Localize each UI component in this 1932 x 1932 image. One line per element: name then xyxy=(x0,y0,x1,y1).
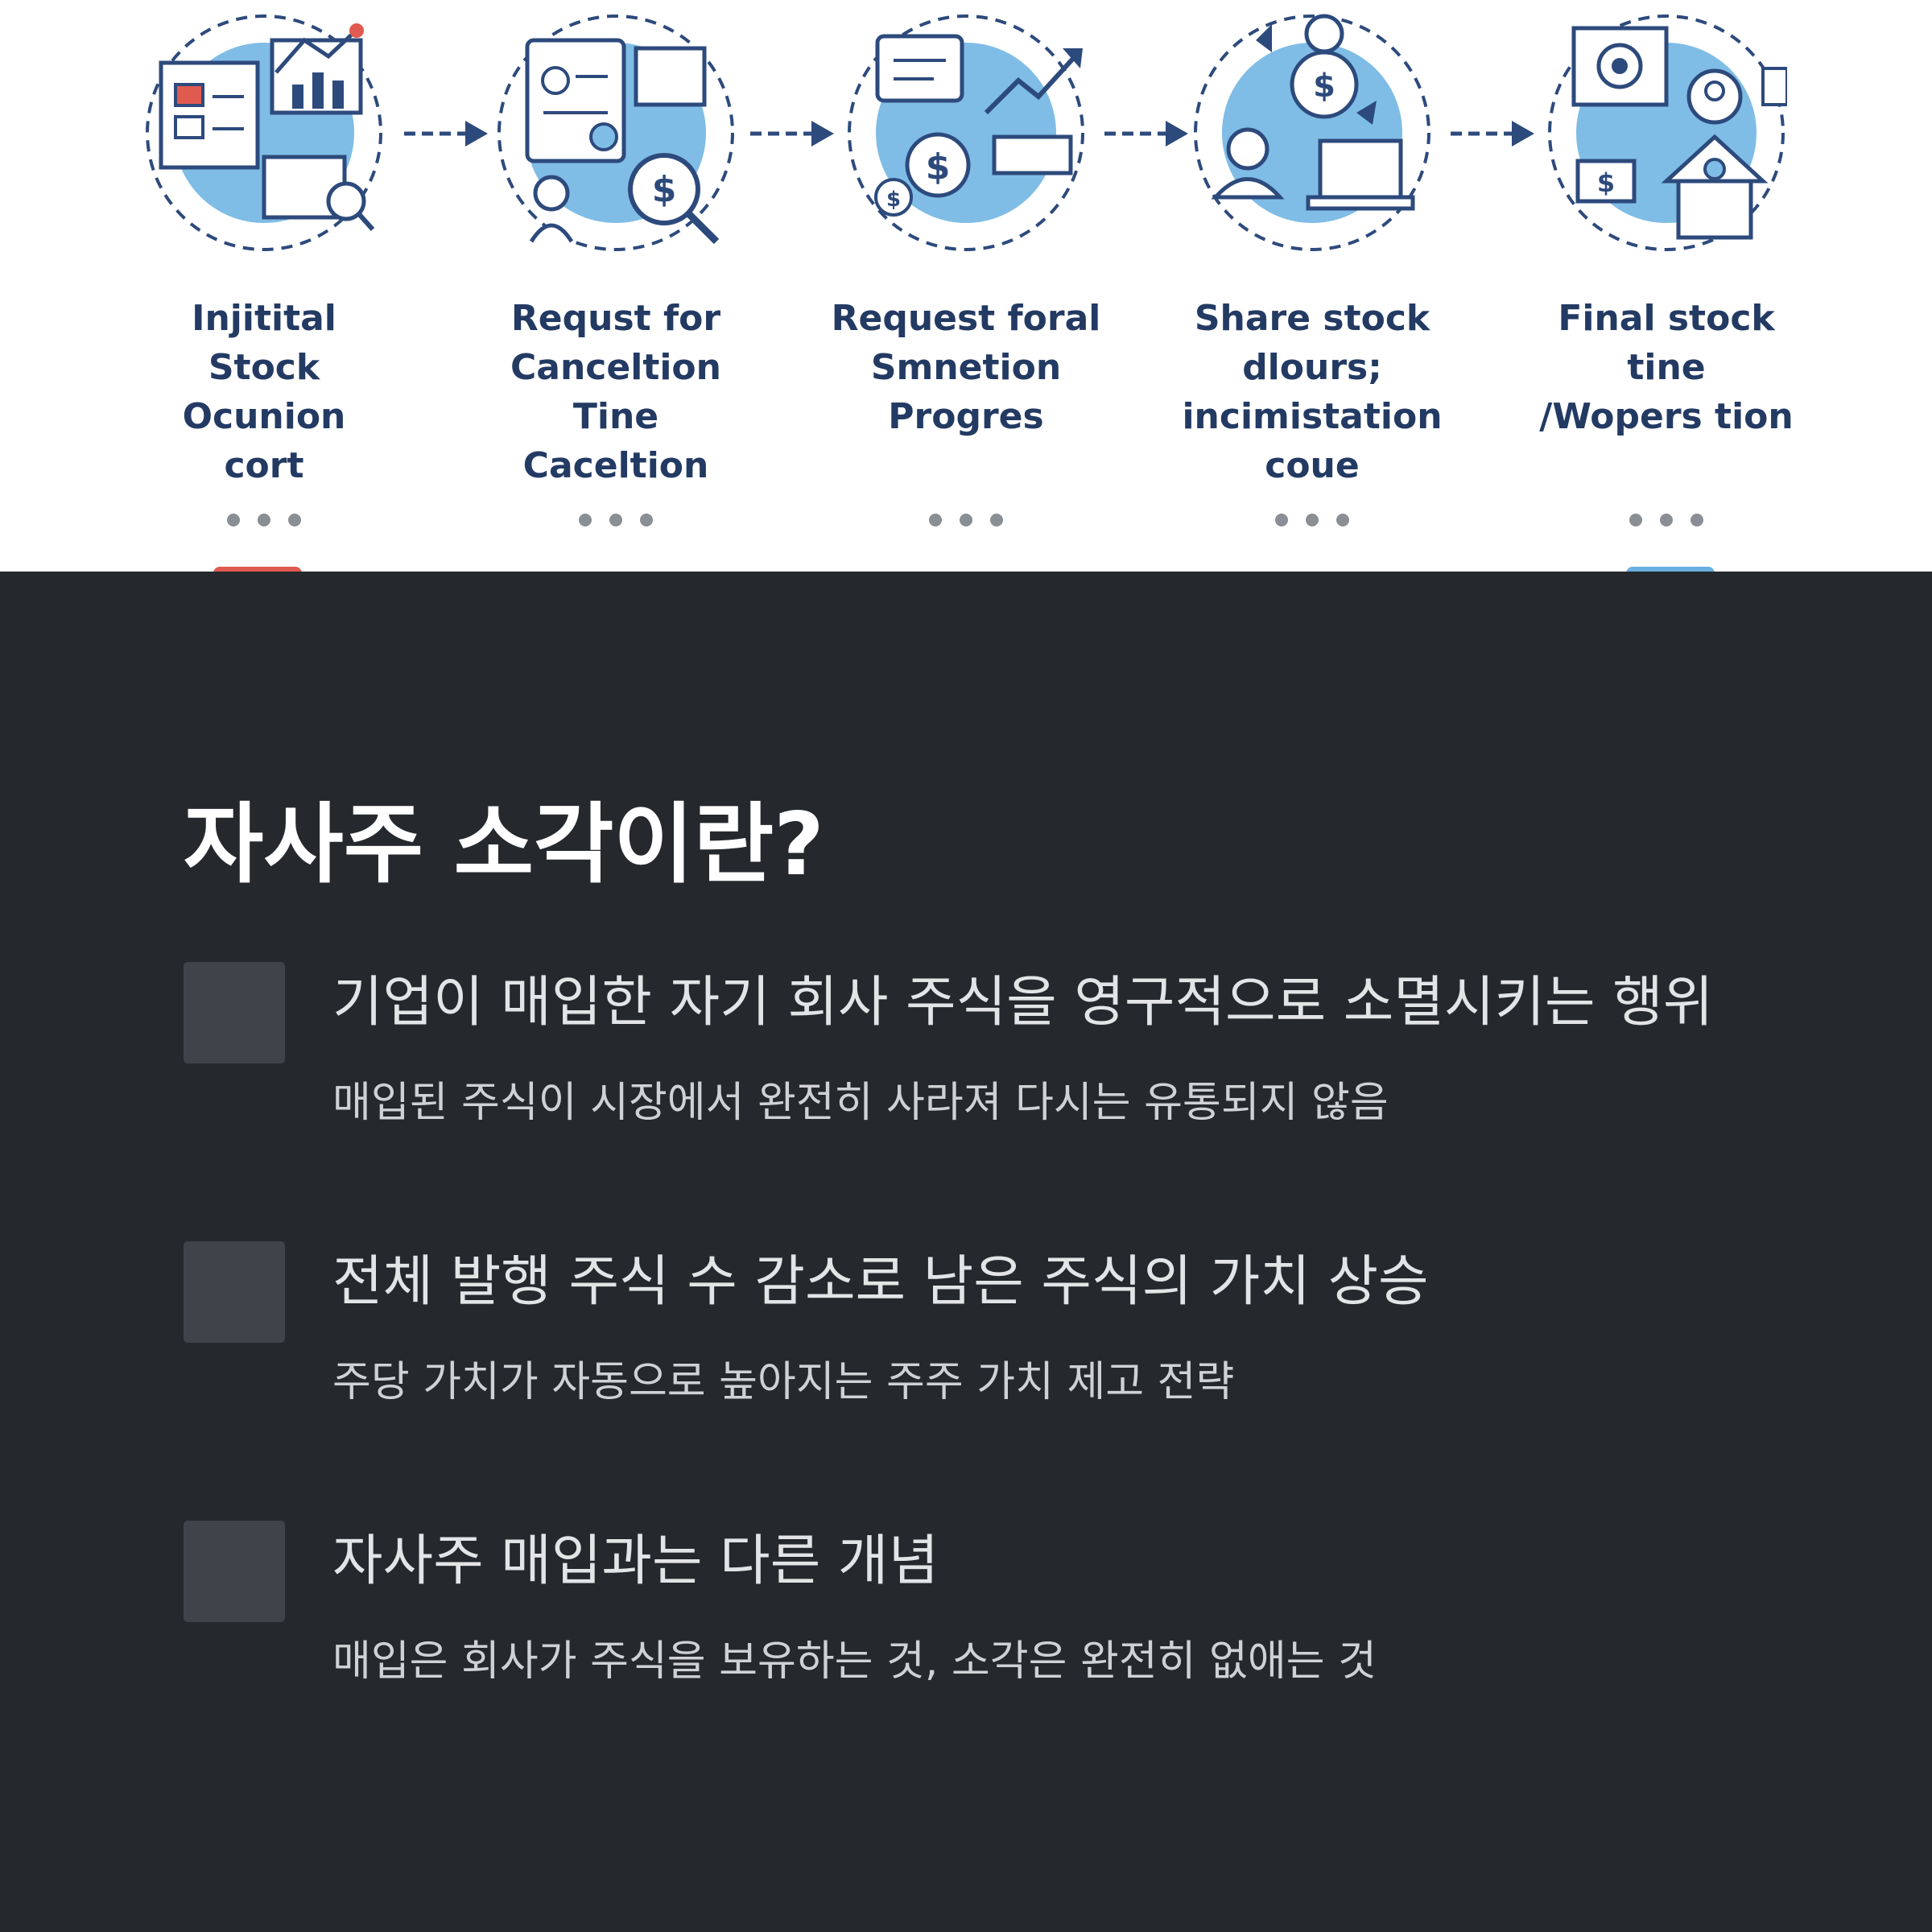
list-item-3: 자사주 매입과는 다른 개념 매입은 회사가 주식을 보유하는 것, 소각은 완… xyxy=(184,1521,1794,1722)
item-2-heading: 전체 발행 주식 수 감소로 남은 주식의 가치 상승 xyxy=(332,1250,1429,1314)
process-step-4: $ Share stock dlours; incimistation coue xyxy=(1182,8,1443,572)
step-1-label: Injitital Stock Ocunion cort xyxy=(182,298,346,486)
list-item-2: 전체 발행 주식 수 감소로 남은 주식의 가치 상승 주당 가치가 자동으로 … xyxy=(184,1241,1794,1443)
cycle-people-laptop-icon: $ xyxy=(1194,14,1430,251)
arrow-right-icon xyxy=(1451,121,1534,147)
step-5-dots xyxy=(1618,514,1715,530)
step-3-dots xyxy=(918,514,1014,530)
svg-text:$: $ xyxy=(886,188,901,212)
item-1-heading: 기업이 매입한 자기 회사 주식을 영구적으로 소멸시키는 행위 xyxy=(332,971,1714,1034)
red-tab-indicator xyxy=(213,567,302,572)
svg-text:$: $ xyxy=(652,169,677,210)
section-title: 자사주 소각이란? xyxy=(184,795,824,895)
arrow-right-icon xyxy=(750,121,834,147)
step-1-dots xyxy=(216,514,312,530)
step-4-label: Share stock dlours; incimistation coue xyxy=(1182,298,1443,486)
step-2-label: Requst for Canceltion Tine Caceltion xyxy=(510,298,721,486)
process-illustration: Injitital Stock Ocunion cort $ Requst fo… xyxy=(0,0,1932,572)
arrow-right-icon xyxy=(1104,121,1188,147)
item-1-description: 매입된 주식이 시장에서 완전히 사라져 다시는 유통되지 않음 xyxy=(332,1079,1389,1127)
item-3-description: 매입은 회사가 주식을 보유하는 것, 소각은 완전히 없애는 것 xyxy=(332,1637,1377,1686)
blue-tab-indicator xyxy=(1626,567,1715,572)
svg-text:$: $ xyxy=(1313,68,1335,105)
checkbox-icon xyxy=(184,1241,285,1343)
process-step-1: Injitital Stock Ocunion cort xyxy=(135,8,393,572)
item-2-description: 주당 가치가 자동으로 높아지는 주주 가치 제고 전략 xyxy=(332,1358,1235,1406)
item-3-heading: 자사주 매입과는 다른 개념 xyxy=(332,1530,939,1593)
checkbox-icon xyxy=(184,962,285,1063)
step-3-label: Request foral Smnetion Progres xyxy=(831,298,1101,437)
process-step-2: $ Requst for Canceltion Tine Caceltion xyxy=(487,8,745,572)
step-4-dots xyxy=(1264,514,1360,530)
chat-trend-dollar-icon: $ $ xyxy=(848,14,1084,251)
process-step-5: $ Final stock tine /Wopers tion xyxy=(1538,8,1795,572)
checkbox-icon xyxy=(184,1521,285,1622)
documents-chart-icon xyxy=(146,14,382,251)
gear-house-avatar-icon: $ xyxy=(1548,14,1787,251)
svg-text:$: $ xyxy=(1597,167,1615,198)
list-item-1: 기업이 매입한 자기 회사 주식을 영구적으로 소멸시키는 행위 매입된 주식이… xyxy=(184,962,1794,1163)
step-5-label: Final stock tine /Wopers tion xyxy=(1539,298,1794,437)
svg-text:$: $ xyxy=(926,147,951,188)
arrow-right-icon xyxy=(404,121,488,147)
process-step-3: $ $ Request foral Smnetion Progres xyxy=(832,8,1100,572)
document-magnifier-dollar-icon: $ xyxy=(497,14,734,251)
step-2-dots xyxy=(568,514,664,530)
